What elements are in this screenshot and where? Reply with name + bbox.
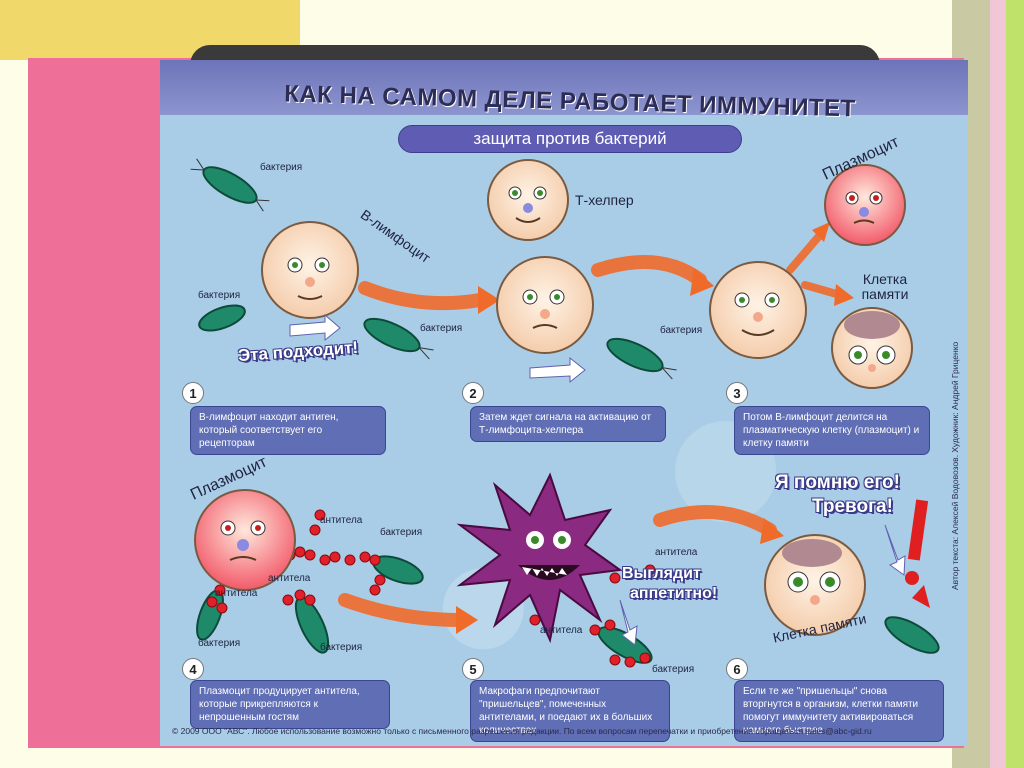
arrow-1-to-2	[358, 281, 487, 311]
immunity-poster: КАК НА САМОМ ДЕЛЕ РАБОТАЕТ ИММУНИТЕТ защ…	[160, 60, 968, 746]
label-bacteria-6: бактерия	[198, 638, 241, 649]
poster-subtitle: защита против бактерий	[398, 125, 742, 153]
arrow-3-to-memory	[801, 281, 844, 299]
bacteria-icons	[190, 158, 940, 664]
exclamation-remember-1: Я помню его!	[775, 472, 900, 493]
label-bacteria-7: бактерия	[320, 642, 363, 653]
macrophage-cell	[456, 472, 623, 644]
exclamation-looks-tasty-1: Выглядит	[622, 565, 701, 582]
label-bacteria-2: бактерия	[198, 290, 241, 301]
arrow-3-to-plasma	[786, 231, 824, 274]
slide-decoration-green	[1006, 0, 1024, 768]
step-1-text: В-лимфоцит находит антиген, который соот…	[190, 406, 386, 455]
b-lymphocyte-cell	[261, 221, 359, 319]
label-antibodies-5: антитела	[540, 625, 583, 636]
label-antibodies-3: антитела	[215, 588, 258, 599]
memory-cell-top	[831, 307, 913, 389]
flow-arrow-heads	[456, 222, 854, 634]
label-antibodies-4: антитела	[655, 547, 698, 558]
poster-illustration	[190, 158, 940, 668]
label-bacteria-5: бактерия	[380, 527, 423, 538]
arrow-5-to-6	[653, 505, 777, 537]
plasmocyte-cell-top	[824, 164, 906, 246]
label-bacteria-4: бактерия	[660, 325, 703, 336]
poster-credits: Автор текста: Алексей Водовозов. Художни…	[950, 341, 960, 590]
step-3-number: 3	[726, 382, 748, 404]
label-t-helper: Т-хелпер	[575, 192, 634, 208]
arrow-4-to-5	[338, 593, 467, 627]
step-5-text: Макрофаги предпочитают "пришельцев", пом…	[470, 680, 670, 742]
slide-decoration-pink-right	[990, 0, 1006, 768]
step-1-number: 1	[182, 382, 204, 404]
label-bacteria-3: бактерия	[420, 323, 463, 334]
label-bacteria-8: бактерия	[652, 664, 695, 675]
b-lymphocyte-waiting-cell	[496, 256, 594, 354]
antibody-icons	[206, 509, 656, 668]
arrow-2-to-3	[591, 255, 707, 287]
flow-arrows	[338, 231, 844, 627]
step-2-number: 2	[462, 382, 484, 404]
t-helper-cell	[487, 159, 569, 241]
step-6-number: 6	[726, 658, 748, 680]
exclamation-looks-tasty-2: аппетитно!	[630, 585, 718, 602]
title-band	[160, 60, 968, 115]
alarm-exclamation-icon	[905, 499, 929, 585]
label-antibodies-1: антитела	[320, 515, 363, 526]
label-bacteria-1: бактерия	[260, 162, 303, 173]
alarm-arrow-icon	[912, 585, 930, 608]
step-4-text: Плазмоцит продуцирует антитела, которые …	[190, 680, 390, 729]
step-4-number: 4	[182, 658, 204, 680]
poster-footer: © 2009 ООО "АВС". Любое использование во…	[172, 726, 872, 736]
pointer-arrows	[289, 313, 906, 646]
plasmocyte-cell-bottom	[194, 489, 296, 591]
memory-cell-bottom	[764, 534, 866, 636]
b-lymphocyte-dividing-cell	[709, 261, 807, 359]
step-6-text: Если те же "пришельцы" снова вторгнутся …	[734, 680, 944, 742]
step-3-text: Потом В-лимфоцит делится на плазматическ…	[734, 406, 930, 455]
step-2-text: Затем ждет сигнала на активацию от Т-лим…	[470, 406, 666, 442]
step-5-number: 5	[462, 658, 484, 680]
label-memory-cell-top: Клетка памяти	[861, 271, 909, 302]
exclamation-remember-2: Тревога!	[812, 496, 893, 517]
label-antibodies-2: антитела	[268, 573, 311, 584]
